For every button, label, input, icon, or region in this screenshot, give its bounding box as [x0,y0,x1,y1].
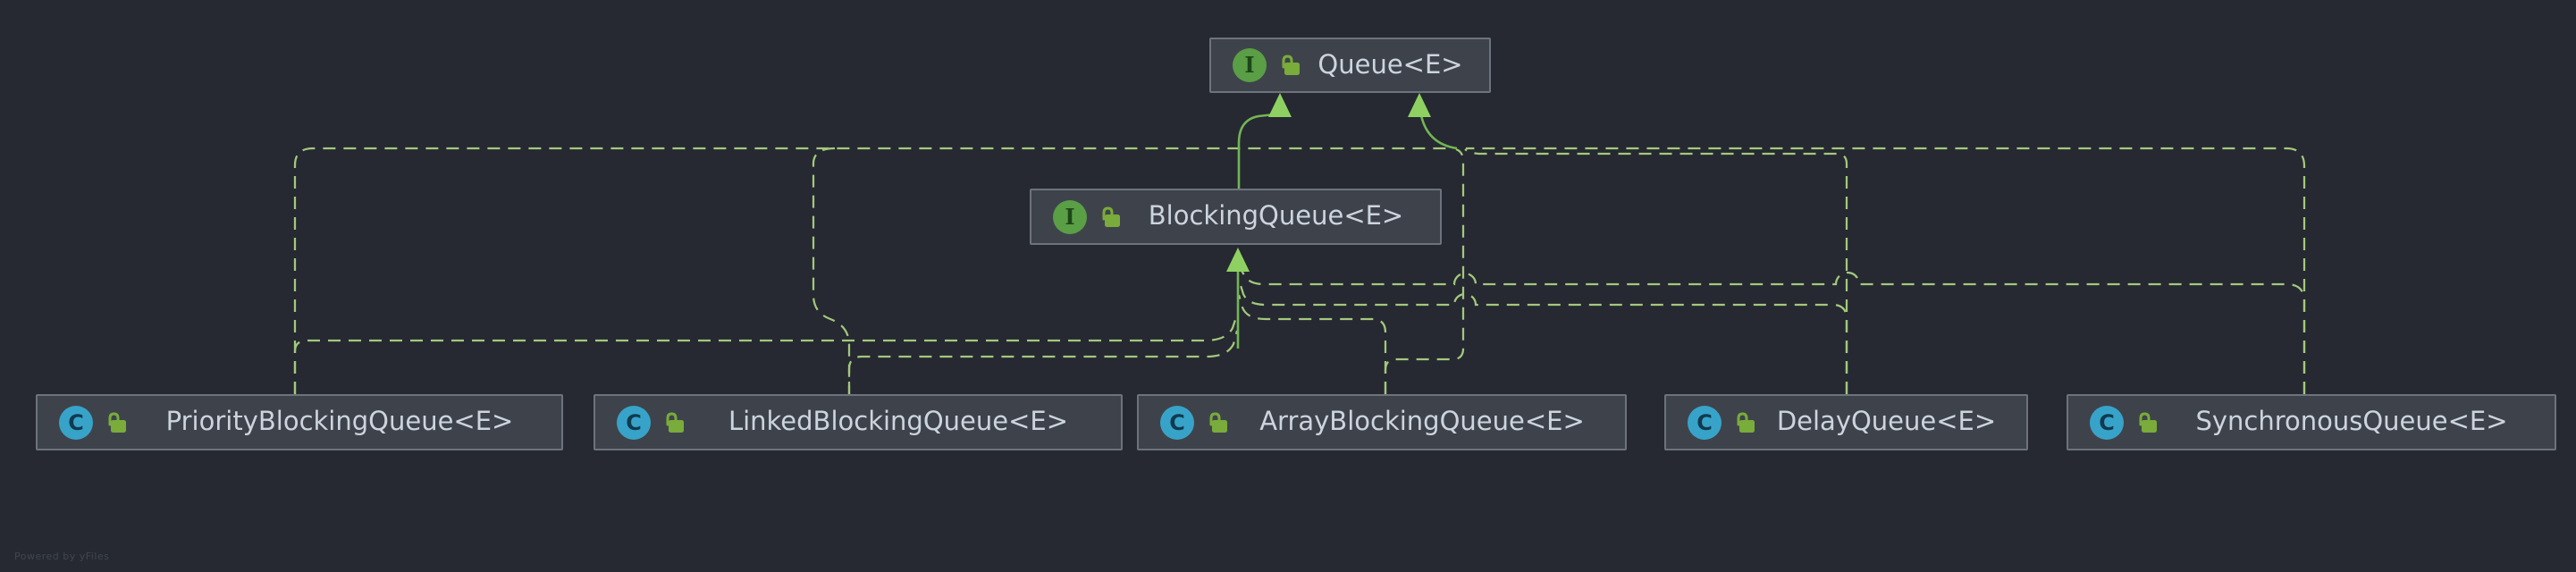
class-icon: C [1160,405,1194,440]
node-label: PriorityBlockingQueue<E> [165,406,514,436]
yfiles-watermark: Powered by yFiles [14,551,110,562]
key-icon [1209,411,1227,433]
edge-priorityBlockingQueue-to-blockingQueue-implements[interactable] [293,314,1239,394]
key-icon [1102,206,1120,227]
node-label: SynchronousQueue<E> [2195,406,2508,436]
edge-linkedBlockingQueue-to-queue-implements[interactable] [812,147,851,394]
key-icon [108,411,126,433]
node-label: BlockingQueue<E> [1148,200,1404,231]
key-icon [2139,411,2157,433]
node-label: LinkedBlockingQueue<E> [728,406,1069,436]
node-linkedBlockingQueue[interactable]: C LinkedBlockingQueue<E> [593,394,1123,450]
edge-arrayBlockingQueue-to-blockingQueue-implements[interactable] [1237,294,1387,394]
interface-icon: I [1233,48,1267,82]
edge-arrayBlockingQueue-to-queue-implements[interactable] [1384,147,1465,394]
edge-synchronousQueue-to-queue-implements[interactable] [1466,147,2306,394]
arrowhead-into-queue-right [1408,93,1431,117]
node-label: Queue<E> [1317,48,1463,80]
node-blockingQueue[interactable]: I BlockingQueue<E> [1030,189,1442,245]
queue-right-arrow-feed [1419,114,1458,150]
edge-delayQueue-to-queue-implements[interactable] [1464,148,1848,394]
edge-priorityBlockingQueue-to-queue-implements[interactable] [293,147,1453,394]
class-icon: C [1688,405,1722,440]
interface-icon: I [1053,199,1087,234]
key-icon [666,411,684,433]
class-icon: C [2090,405,2124,440]
edge-blockingQueue-to-queue-extends[interactable] [1237,113,1275,190]
node-arrayBlockingQueue[interactable]: C ArrayBlockingQueue<E> [1137,394,1627,450]
node-queue[interactable]: I Queue<E> [1209,38,1491,93]
edge-synchronousQueue-to-blockingQueue-implements[interactable] [1239,267,2306,394]
node-priorityBlockingQueue[interactable]: C PriorityBlockingQueue<E> [36,394,563,450]
arrowhead-into-blockingqueue [1226,248,1250,272]
key-icon [1282,55,1300,75]
class-icon: C [59,405,93,440]
class-icon: C [617,405,651,440]
node-synchronousQueue[interactable]: C SynchronousQueue<E> [2067,394,2556,450]
node-delayQueue[interactable]: C DelayQueue<E> [1664,394,2028,450]
node-label: ArrayBlockingQueue<E> [1259,406,1585,436]
key-icon [1737,411,1755,433]
node-label: DelayQueue<E> [1776,406,1997,436]
arrowhead-into-queue-left [1268,93,1292,117]
edge-linkedBlockingQueue-to-blockingQueue-implements[interactable] [847,330,1239,394]
edge-delayQueue-to-blockingQueue-implements[interactable] [1238,282,1848,394]
